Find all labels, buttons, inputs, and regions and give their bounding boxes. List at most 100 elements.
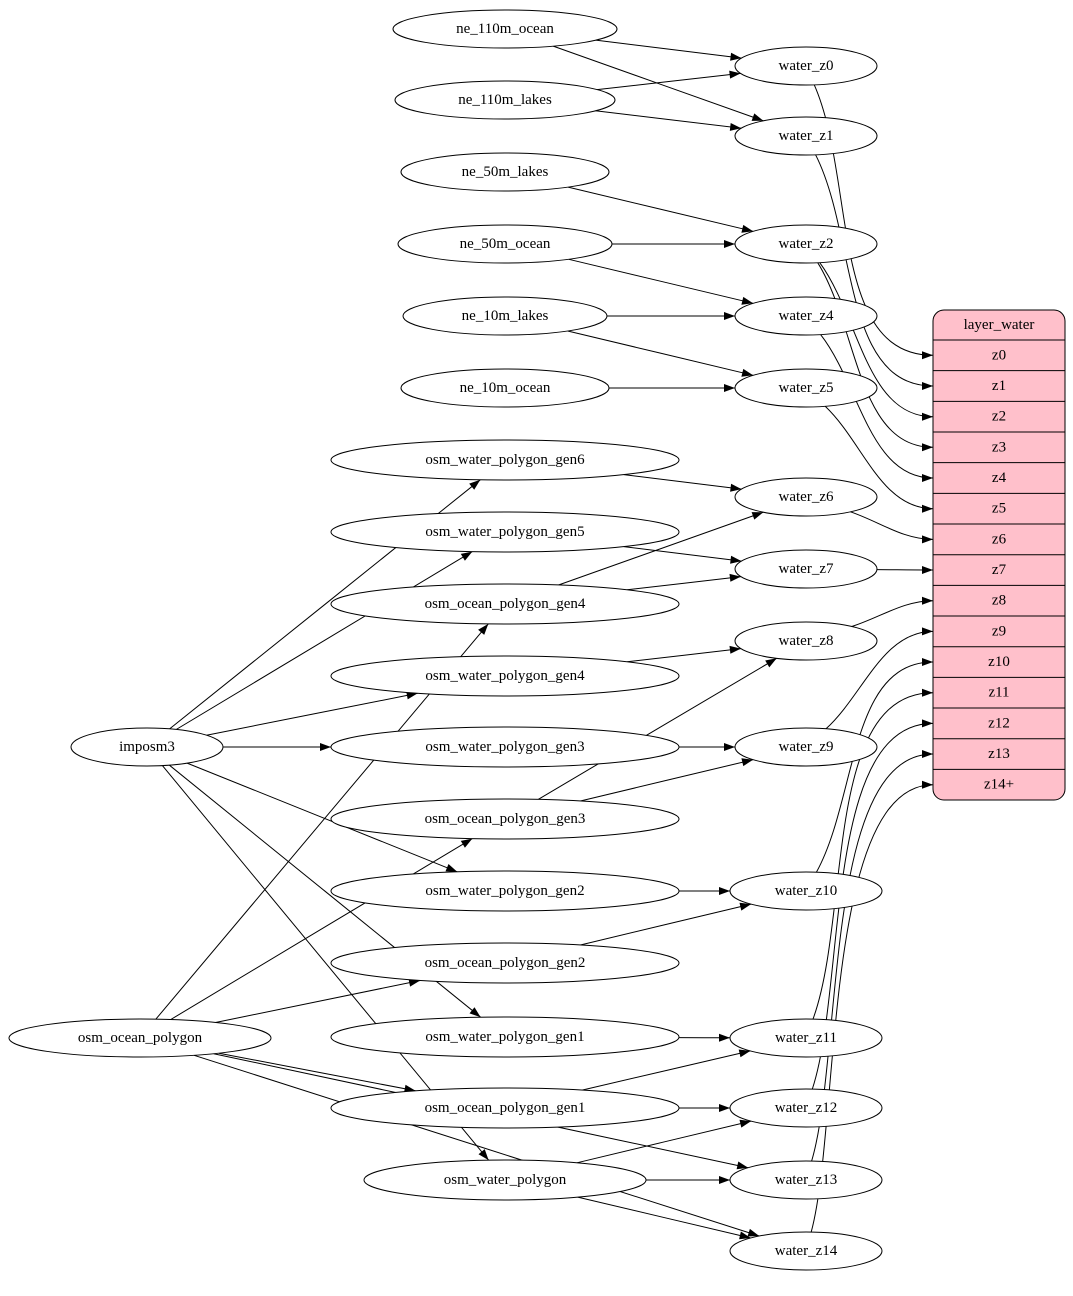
node-ne_50m_ocean: ne_50m_ocean [397,224,613,264]
node-label-osm_water_polygon_gen2: osm_water_polygon_gen2 [425,883,584,899]
node-osm_ocean_polygon: osm_ocean_polygon [8,1018,272,1058]
edge-osm_water_polygon_gen2-water_z10 [678,887,731,895]
edge-osm_water_polygon-water_z13 [646,1176,730,1184]
node-water_z8: water_z8 [734,621,878,661]
edge-osm_ocean_polygon_gen1-water_z11 [581,1049,751,1091]
edge-osm_water_polygon_gen5-water_z7 [623,546,742,564]
edge-osm_ocean_polygon_gen2-water_z10 [580,902,752,946]
arrowhead-icon [730,555,742,564]
node-osm_water_polygon: osm_water_polygon [363,1159,647,1201]
edge-water_z8-layer_water-z8 [851,596,934,627]
record-row-z14+: z14+ [984,777,1014,793]
edges-layer [155,39,934,1240]
arrowhead-icon [719,1176,730,1184]
node-label-osm_water_polygon_gen5: osm_water_polygon_gen5 [425,524,584,540]
edge-osm_water_polygon-water_z12 [576,1119,752,1164]
edge-ne_10m_ocean-water_z5 [608,384,735,392]
arrowhead-icon [741,368,754,377]
record-row-z11: z11 [988,685,1009,701]
arrowhead-icon [747,1228,760,1237]
arrowhead-icon [922,750,933,758]
edge-imposm3-osm_water_polygon_gen2 [186,762,458,873]
arrowhead-icon [922,474,933,482]
arrowhead-icon [922,719,933,728]
node-water_z9: water_z9 [734,727,878,767]
edge-osm_water_polygon-water_z14 [577,1196,751,1240]
node-label-osm_water_polygon_gen4: osm_water_polygon_gen4 [425,668,585,684]
node-ne_110m_lakes: ne_110m_lakes [394,80,616,120]
arrowhead-icon [741,296,754,305]
arrowhead-icon [719,1033,730,1042]
edge-ne_110m_lakes-water_z1 [595,110,742,131]
node-water_z14: water_z14 [729,1231,883,1271]
record-row-z8: z8 [992,593,1006,609]
node-label-osm_ocean_polygon: osm_ocean_polygon [78,1030,203,1046]
edge-osm_ocean_polygon-osm_ocean_polygon_gen3 [170,838,473,1020]
record-row-z13: z13 [988,746,1010,762]
edge-osm_water_polygon_gen4-water_z8 [627,645,741,663]
arrowhead-icon [741,758,754,767]
arrowhead-icon [729,123,742,131]
edge-osm_ocean_polygon_gen4-water_z7 [627,573,741,591]
record-row-z9: z9 [992,623,1006,639]
node-ne_10m_lakes: ne_10m_lakes [402,296,608,336]
node-ne_10m_ocean: ne_10m_ocean [400,368,610,408]
arrowhead-icon [460,838,473,848]
arrowhead-icon [739,1119,752,1128]
arrowhead-icon [719,1104,730,1112]
record-row-z0: z0 [992,347,1006,363]
edge-water_z2-layer_water-z2 [819,262,934,421]
arrowhead-icon [739,1231,751,1240]
edge-imposm3-osm_water_polygon_gen3 [222,743,331,751]
node-label-ne_50m_lakes: ne_50m_lakes [462,164,549,180]
edge-water_z10-layer_water-z10 [815,658,934,873]
node-label-ne_10m_ocean: ne_10m_ocean [460,380,551,396]
edge-osm_water_polygon_gen6-water_z6 [623,474,742,492]
arrowhead-icon [922,658,933,666]
node-water_z2: water_z2 [734,224,878,264]
node-label-water_z10: water_z10 [775,883,837,899]
arrowhead-icon [922,382,933,390]
node-water_z5: water_z5 [734,368,878,408]
node-water_z10: water_z10 [729,871,883,911]
arrowhead-icon [729,645,741,654]
record-row-z2: z2 [992,409,1006,425]
arrowhead-icon [460,551,473,561]
arrowhead-icon [739,902,752,911]
edge-osm_ocean_polygon-osm_ocean_polygon_gen2 [215,978,421,1023]
arrowhead-icon [320,743,331,751]
record-row-z3: z3 [992,439,1006,455]
edge-osm_water_polygon_gen1-water_z11 [678,1033,731,1042]
arrowhead-icon [922,688,933,697]
edge-osm_ocean_polygon_gen4-water_z6 [558,511,764,586]
node-label-water_z13: water_z13 [775,1172,837,1188]
edge-water_z4-layer_water-z4 [820,334,934,482]
node-label-water_z9: water_z9 [779,739,834,755]
arrowhead-icon [445,864,458,872]
edge-ne_10m_lakes-water_z4 [606,312,735,320]
node-water_z11: water_z11 [729,1018,883,1058]
node-osm_water_polygon_gen6: osm_water_polygon_gen6 [330,439,680,481]
node-label-water_z14: water_z14 [775,1243,838,1259]
node-label-ne_50m_ocean: ne_50m_ocean [460,236,551,252]
edge-water_z6-layer_water-z6 [850,511,934,544]
arrowhead-icon [724,743,735,751]
node-label-water_z5: water_z5 [779,380,834,396]
arrowhead-icon [469,479,481,490]
node-label-ne_110m_ocean: ne_110m_ocean [456,21,554,37]
node-water_z4: water_z4 [734,296,878,336]
arrowhead-icon [922,780,933,789]
node-label-water_z1: water_z1 [779,128,834,144]
arrowhead-icon [741,224,754,233]
node-label-osm_water_polygon_gen6: osm_water_polygon_gen6 [425,452,585,468]
node-label-osm_ocean_polygon_gen1: osm_ocean_polygon_gen1 [425,1100,586,1116]
node-label-ne_110m_lakes: ne_110m_lakes [458,92,552,108]
node-label-ne_10m_lakes: ne_10m_lakes [462,308,549,324]
node-osm_ocean_polygon_gen4: osm_ocean_polygon_gen4 [330,583,680,625]
arrowhead-icon [724,312,735,320]
arrowhead-icon [730,483,742,492]
node-label-osm_water_polygon_gen3: osm_water_polygon_gen3 [425,739,584,755]
node-label-water_z4: water_z4 [779,308,834,324]
node-label-water_z8: water_z8 [779,633,834,649]
